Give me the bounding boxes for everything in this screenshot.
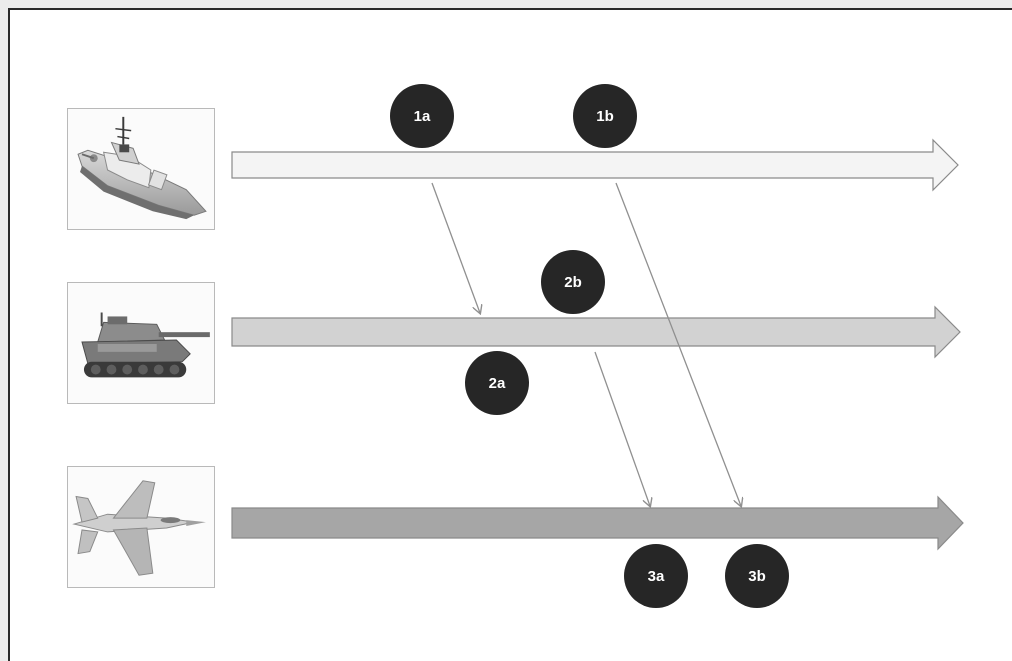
- badge-1a: 1a: [390, 84, 454, 148]
- warship-icon: [77, 116, 207, 220]
- connector-1b-to-3: [615, 182, 741, 506]
- badge-2a: 2a: [465, 351, 529, 415]
- timeline-arrow-2: [231, 305, 961, 359]
- fighter-jet-icon: [72, 480, 206, 576]
- fighter-jet-thumbnail: [67, 466, 215, 588]
- badge-1b-label: 1b: [596, 108, 614, 125]
- connector-1a-to-2: [431, 182, 480, 313]
- tank-thumbnail: [67, 282, 215, 404]
- badge-2b-label: 2b: [564, 274, 582, 291]
- badge-3a-label: 3a: [648, 568, 665, 585]
- warship-thumbnail: [67, 108, 215, 230]
- badge-1a-label: 1a: [414, 108, 431, 125]
- timeline-arrow-3: [231, 495, 964, 551]
- connector-2b-to-3: [594, 351, 650, 506]
- timeline-arrow-1: [231, 138, 959, 192]
- badge-3a: 3a: [624, 544, 688, 608]
- badge-2b: 2b: [541, 250, 605, 314]
- badge-3b-label: 3b: [748, 568, 766, 585]
- badge-3b: 3b: [725, 544, 789, 608]
- tank-icon: [81, 312, 210, 378]
- badge-1b: 1b: [573, 84, 637, 148]
- badge-2a-label: 2a: [489, 375, 506, 392]
